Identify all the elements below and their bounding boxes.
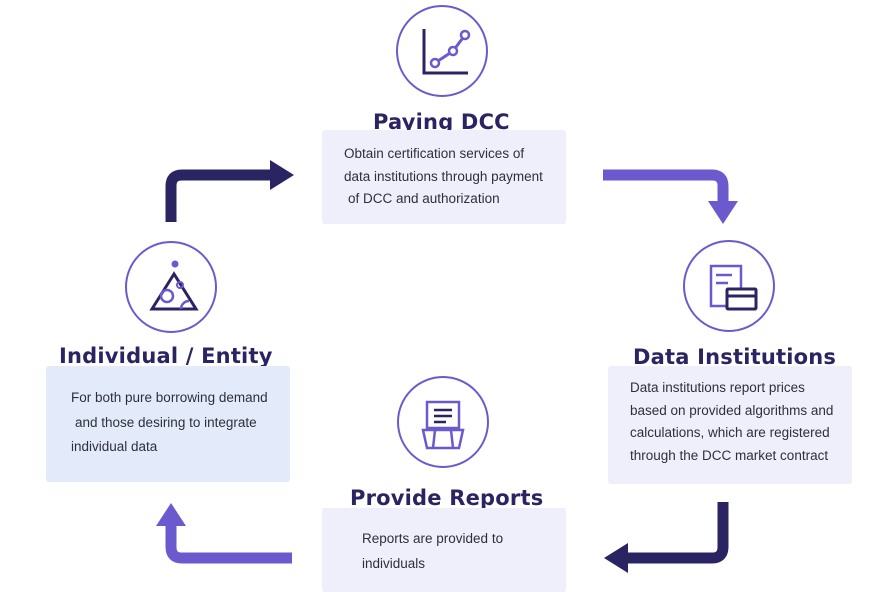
reports-line-1: Reports are provided to [362,531,504,546]
arrow-head-reports-to-individual [156,503,186,526]
institutions-line-2: based on provided algorithms and [630,402,834,418]
line-chart-icon [422,29,471,75]
arrow-reports-to-individual [165,524,292,564]
reports-line-2: individuals [362,556,426,571]
institutions-description: Data institutions report prices based on… [608,366,852,484]
reports-title: Provide Reports [350,486,544,510]
arrow-institutions-to-reports [626,502,729,564]
arrow-individual-to-paying [165,169,272,222]
institutions-line-3: calculations, which are registered [630,425,830,440]
arrow-paying-to-institutions [603,169,729,203]
individual-description: For both pure borrowing demand and those… [46,366,290,482]
triangle-shapes-icon [149,260,199,311]
individual-circle [125,241,217,333]
paying-line-1: Obtain certification services of [344,146,525,161]
document-card-icon [709,264,758,311]
reports-circle [397,376,489,468]
individual-title: Individual / Entity [59,344,273,368]
paying-line-3: of DCC and authorization [348,191,500,206]
arrow-head-individual-to-paying [270,160,294,190]
individual-line-3: individual data [71,439,158,454]
paying-line-2: data institutions through payment [344,168,543,184]
paying-description: Obtain certification services of data in… [322,130,566,224]
individual-line-2: and those desiring to integrate [75,414,257,430]
institutions-line-1: Data institutions report prices [630,380,805,395]
reports-description: Reports are provided to individuals [322,508,566,592]
arrow-head-institutions-to-reports [604,543,628,573]
individual-line-1: For both pure borrowing demand [71,390,268,405]
arrow-head-paying-to-institutions [708,201,738,224]
paying-circle [396,5,488,97]
institutions-line-4: through the DCC market contract [630,447,829,463]
report-icon [421,400,465,450]
institutions-circle [683,240,775,332]
institutions-title: Data Institutions [633,345,837,369]
